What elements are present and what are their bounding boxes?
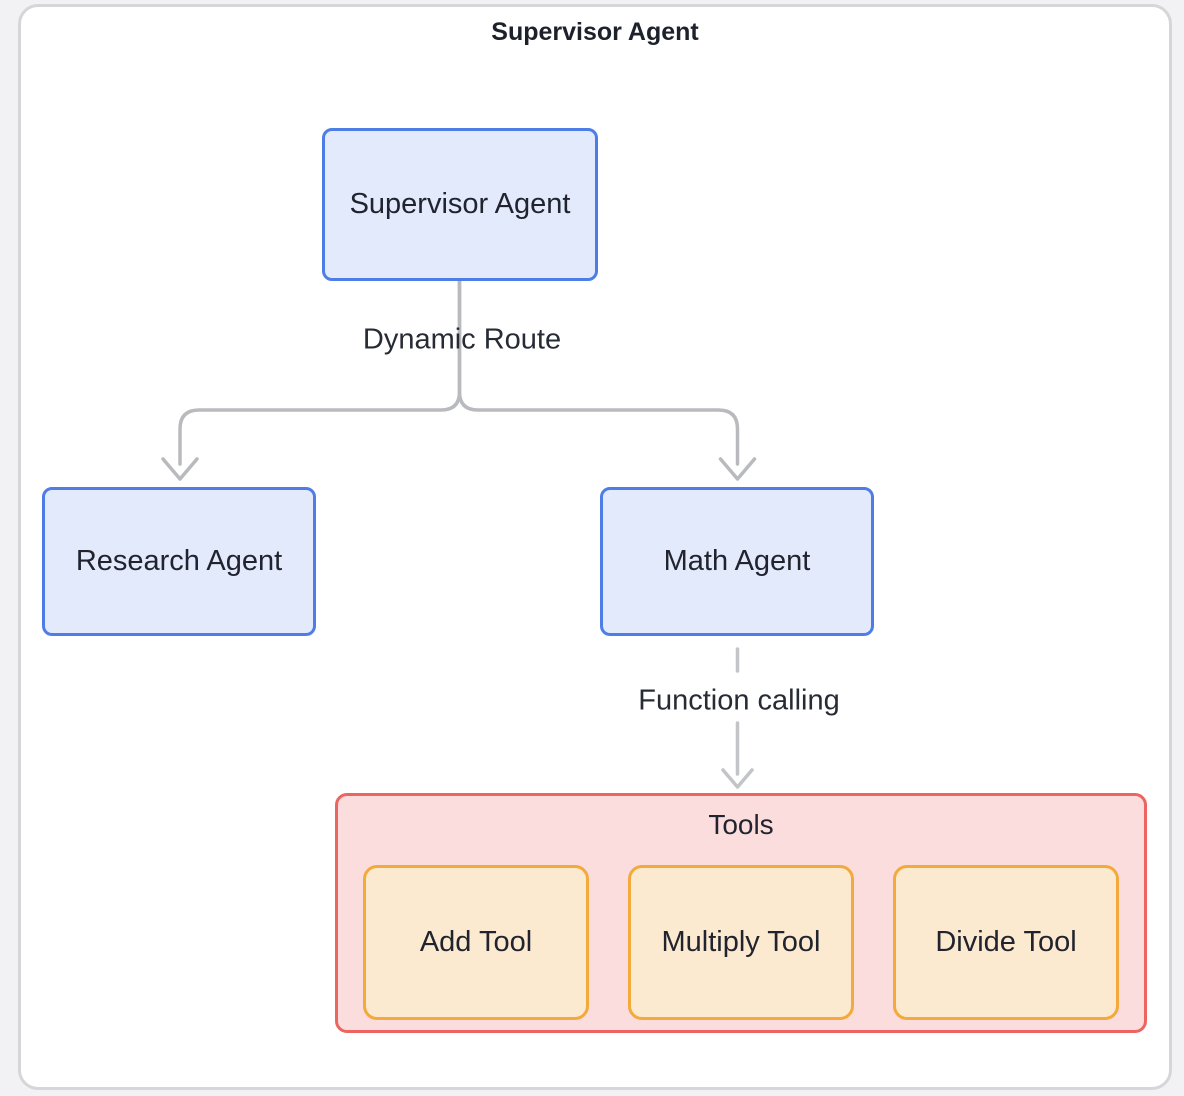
node-divide-tool-label: Divide Tool	[935, 926, 1077, 958]
node-supervisor-agent: Supervisor Agent	[322, 128, 598, 281]
node-multiply-tool-label: Multiply Tool	[661, 926, 821, 958]
node-math-agent-label: Math Agent	[663, 545, 811, 577]
edge-label-dynamic-route: Dynamic Route	[362, 323, 562, 356]
node-add-tool-label: Add Tool	[419, 926, 533, 958]
node-research-agent-label: Research Agent	[75, 545, 283, 577]
tools-group: Tools Add Tool Multiply Tool Divide Tool	[335, 793, 1147, 1033]
node-research-agent: Research Agent	[42, 487, 316, 636]
edge-label-function-calling: Function calling	[638, 684, 840, 717]
node-math-agent: Math Agent	[600, 487, 874, 636]
node-add-tool: Add Tool	[363, 865, 589, 1020]
diagram-title: Supervisor Agent	[491, 18, 699, 46]
node-multiply-tool: Multiply Tool	[628, 865, 854, 1020]
node-divide-tool: Divide Tool	[893, 865, 1119, 1020]
node-supervisor-agent-label: Supervisor Agent	[349, 188, 571, 220]
tools-group-title: Tools	[708, 809, 774, 840]
